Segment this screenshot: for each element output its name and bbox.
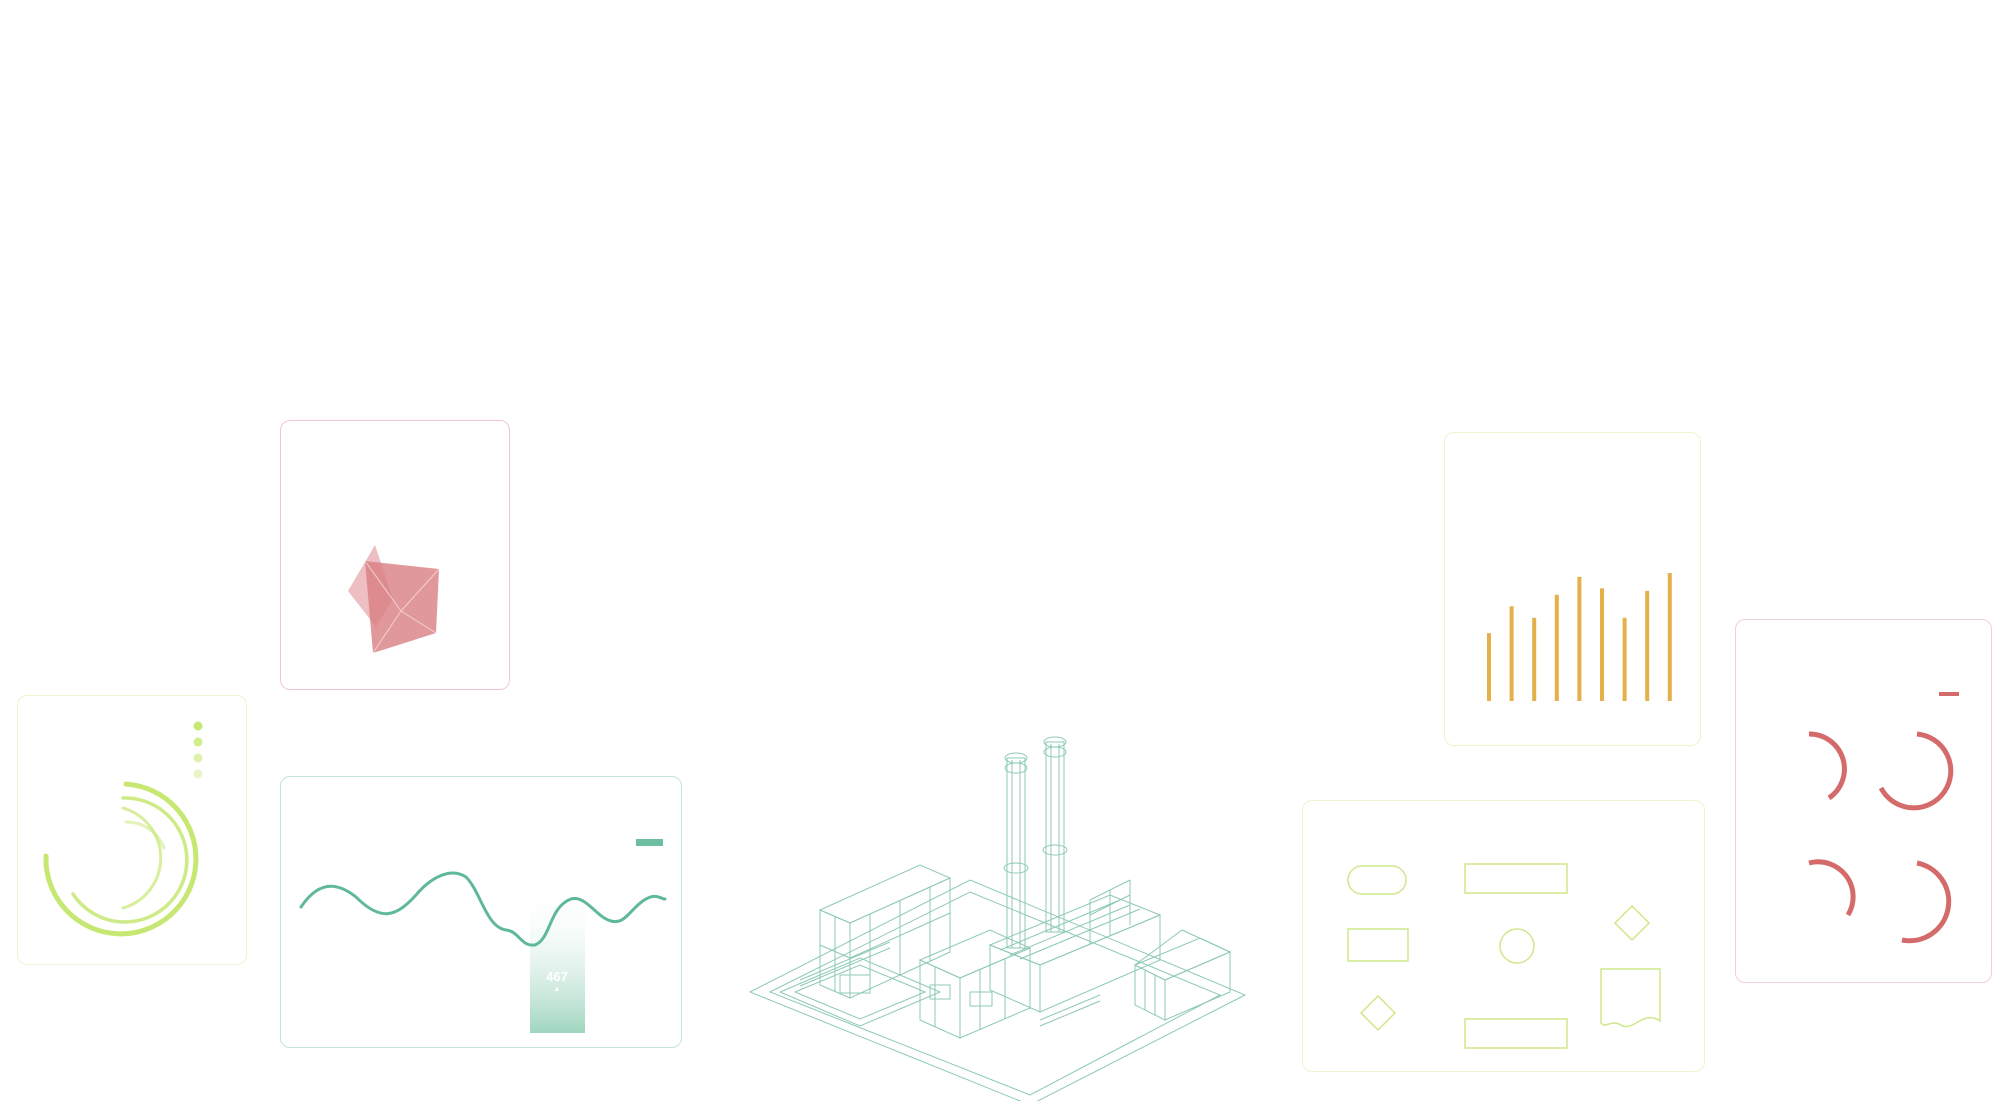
bar bbox=[1509, 606, 1514, 701]
radial-progress-graphic bbox=[43, 721, 203, 937]
line-chart-graphic bbox=[299, 839, 667, 1033]
chimney-right bbox=[1042, 736, 1068, 933]
flow-decision-shape bbox=[1359, 994, 1397, 1032]
gauge-arc bbox=[1878, 731, 1954, 811]
boiler-frame bbox=[818, 864, 952, 999]
gauge-arc bbox=[1901, 860, 1952, 944]
flow-document-shape bbox=[1600, 968, 1661, 1028]
pipe-racks bbox=[779, 941, 1101, 1027]
bar bbox=[1645, 590, 1650, 701]
flowchart-card bbox=[1302, 800, 1705, 1072]
storage-shed bbox=[1133, 929, 1232, 1021]
flow-process-shape bbox=[1347, 928, 1409, 962]
process-units bbox=[918, 929, 1032, 1039]
legend-dot bbox=[193, 721, 203, 731]
bar bbox=[1554, 594, 1559, 701]
legend-dot bbox=[193, 769, 203, 779]
legend-swatch bbox=[1939, 692, 1959, 696]
flow-connector-shape bbox=[1499, 928, 1535, 964]
legend-dot bbox=[193, 753, 203, 763]
ring-outer bbox=[43, 781, 199, 937]
bar bbox=[1667, 573, 1672, 701]
highlight-value-label: 467 bbox=[546, 969, 568, 984]
gauge-arcs-card bbox=[1735, 619, 1992, 983]
bar bbox=[1600, 588, 1604, 701]
ring-3 bbox=[121, 806, 163, 910]
bar bbox=[1532, 617, 1537, 701]
bar-chart-card bbox=[1444, 432, 1701, 746]
bar bbox=[1577, 576, 1582, 701]
flow-decision-shape bbox=[1613, 904, 1651, 942]
radar-chart-card bbox=[280, 420, 510, 690]
legend-swatch bbox=[636, 839, 663, 846]
radar-edge bbox=[400, 568, 440, 612]
gauge-arcs-graphic bbox=[1808, 692, 1959, 944]
ring-2 bbox=[71, 796, 189, 924]
chimney-left bbox=[1003, 752, 1029, 949]
wave-line bbox=[299, 871, 667, 947]
radial-progress-card bbox=[17, 695, 247, 965]
flow-terminal-shape bbox=[1347, 865, 1407, 895]
flow-process-shape bbox=[1464, 1018, 1568, 1049]
radar-chart-graphic bbox=[348, 545, 440, 654]
bar-chart-graphic bbox=[1487, 573, 1672, 701]
plant-ground bbox=[748, 879, 1247, 1101]
gauge-arc bbox=[1808, 859, 1856, 917]
bar bbox=[1487, 633, 1491, 701]
power-plant-illustration bbox=[748, 736, 1247, 1101]
ring-4 bbox=[124, 820, 166, 850]
flowchart-graphic bbox=[1347, 863, 1661, 1049]
flow-process-shape bbox=[1464, 863, 1568, 894]
stack-scaffold bbox=[1089, 879, 1131, 945]
gauge-arc bbox=[1808, 731, 1847, 801]
bar bbox=[1622, 617, 1627, 701]
radar-edge bbox=[372, 610, 402, 654]
legend-dot bbox=[193, 737, 203, 747]
highlight-marker-icon: ▲ bbox=[553, 986, 561, 993]
line-chart-card: 467 ▲ bbox=[280, 776, 682, 1048]
radar-shape-front bbox=[365, 561, 439, 653]
plant-ground-inner bbox=[768, 891, 1222, 1096]
